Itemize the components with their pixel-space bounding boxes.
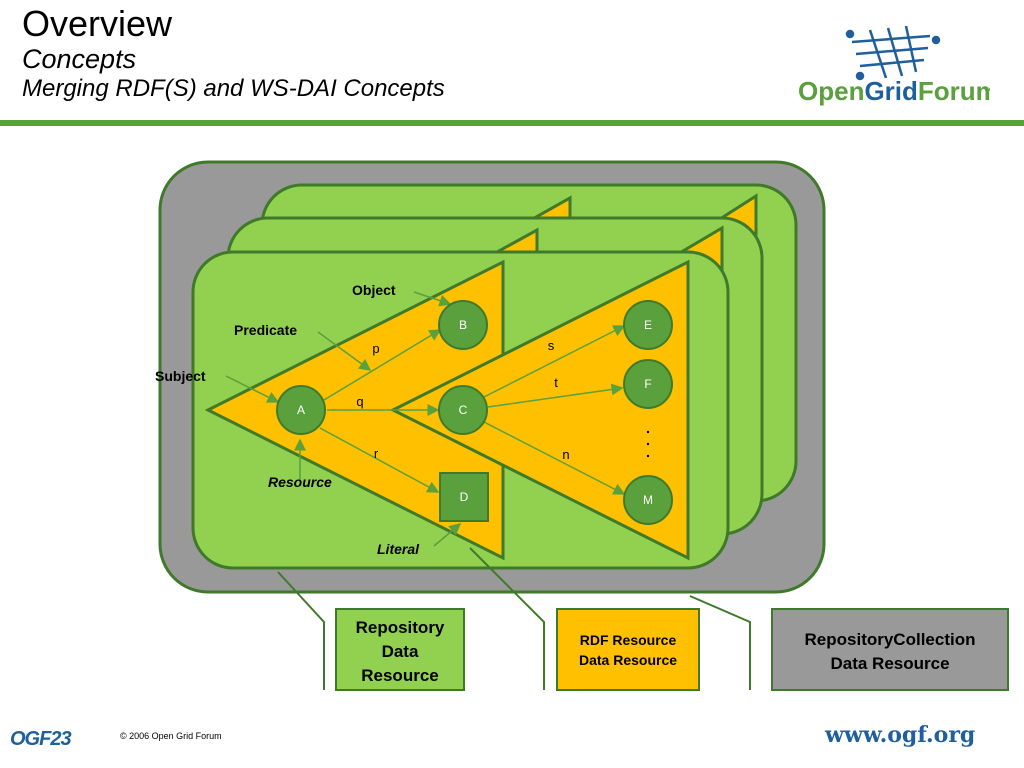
- object-label: Object: [352, 282, 396, 298]
- edge-q-label: q: [356, 394, 363, 409]
- object-pointer: [413, 291, 452, 307]
- node-f: [623, 359, 673, 409]
- node-d-label: D: [460, 490, 469, 504]
- predicate-label: Predicate: [234, 322, 297, 338]
- legend-repository-line3: Resource: [361, 666, 438, 685]
- legend-collection-line2: Data Resource: [830, 654, 949, 673]
- edge-n-label: n: [562, 447, 569, 462]
- page-subsubtitle: Merging RDF(S) and WS-DAI Concepts: [22, 75, 445, 102]
- edge-p: [323, 329, 442, 401]
- legend-repository-collection: [771, 608, 1009, 691]
- header-rule: [0, 120, 1024, 126]
- node-e-label: E: [644, 318, 652, 332]
- edge-p-label: p: [372, 341, 379, 356]
- edge-s: [483, 325, 626, 398]
- legend-rdf-resource: [556, 608, 700, 691]
- logo-grid: Grid: [864, 76, 917, 106]
- logo-open: Open: [798, 76, 864, 106]
- literal-label: Literal: [377, 541, 420, 557]
- edge-s-label: s: [548, 338, 555, 353]
- website-url[interactable]: www.ogf.org: [825, 722, 976, 748]
- page-title: Overview: [22, 3, 173, 44]
- node-m-label: M: [643, 493, 653, 507]
- copyright-text: © 2006 Open Grid Forum: [120, 731, 222, 741]
- node-a: [276, 385, 326, 435]
- edge-t: [487, 383, 624, 408]
- connector-collection: [689, 595, 751, 690]
- rdf-wsdai-diagram: A B C D E F M p q r s t n Object Predica…: [155, 160, 1009, 691]
- triple-edges: [225, 291, 626, 547]
- subject-pointer: [225, 375, 280, 403]
- node-b: [438, 300, 488, 350]
- legend-repository-line2: Data: [382, 642, 419, 661]
- node-c-label: C: [459, 403, 468, 417]
- logo-forum: Forum: [918, 76, 990, 106]
- predicate-pointer: [317, 331, 372, 371]
- legend-repository: [335, 608, 465, 691]
- grid-mark-icon: [845, 25, 941, 81]
- edge-n: [483, 421, 626, 495]
- node-b-label: B: [459, 318, 467, 332]
- connector-repository: [277, 571, 325, 690]
- edge-r-label: r: [374, 446, 379, 461]
- edge-r: [319, 427, 440, 493]
- legend-rdf-line2: Data Resource: [579, 652, 677, 668]
- legend-rdf-line1: RDF Resource: [580, 632, 677, 648]
- subject-label: Subject: [155, 368, 206, 384]
- node-e: [623, 300, 673, 350]
- title-block: Overview Concepts Merging RDF(S) and WS-…: [22, 4, 445, 104]
- node-d-literal: [439, 472, 489, 522]
- literal-pointer: [433, 523, 462, 547]
- node-a-label: A: [297, 403, 305, 417]
- node-m: [623, 475, 673, 525]
- page-subtitle: Concepts: [22, 44, 137, 74]
- svg-text:OpenGridForum: OpenGridForum: [798, 76, 990, 106]
- event-logo: OGF23: [10, 728, 72, 750]
- edge-t-label: t: [554, 375, 558, 390]
- ogf-logo: OpenGridForum: [798, 25, 990, 106]
- node-c: [438, 385, 488, 435]
- connector-rdf: [469, 547, 545, 690]
- ellipsis-dots: [646, 430, 650, 458]
- legend-repository-line1: Repository: [356, 618, 445, 637]
- resource-label: Resource: [268, 474, 332, 490]
- legend-collection-line1: RepositoryCollection: [805, 630, 976, 649]
- node-f-label: F: [644, 377, 651, 391]
